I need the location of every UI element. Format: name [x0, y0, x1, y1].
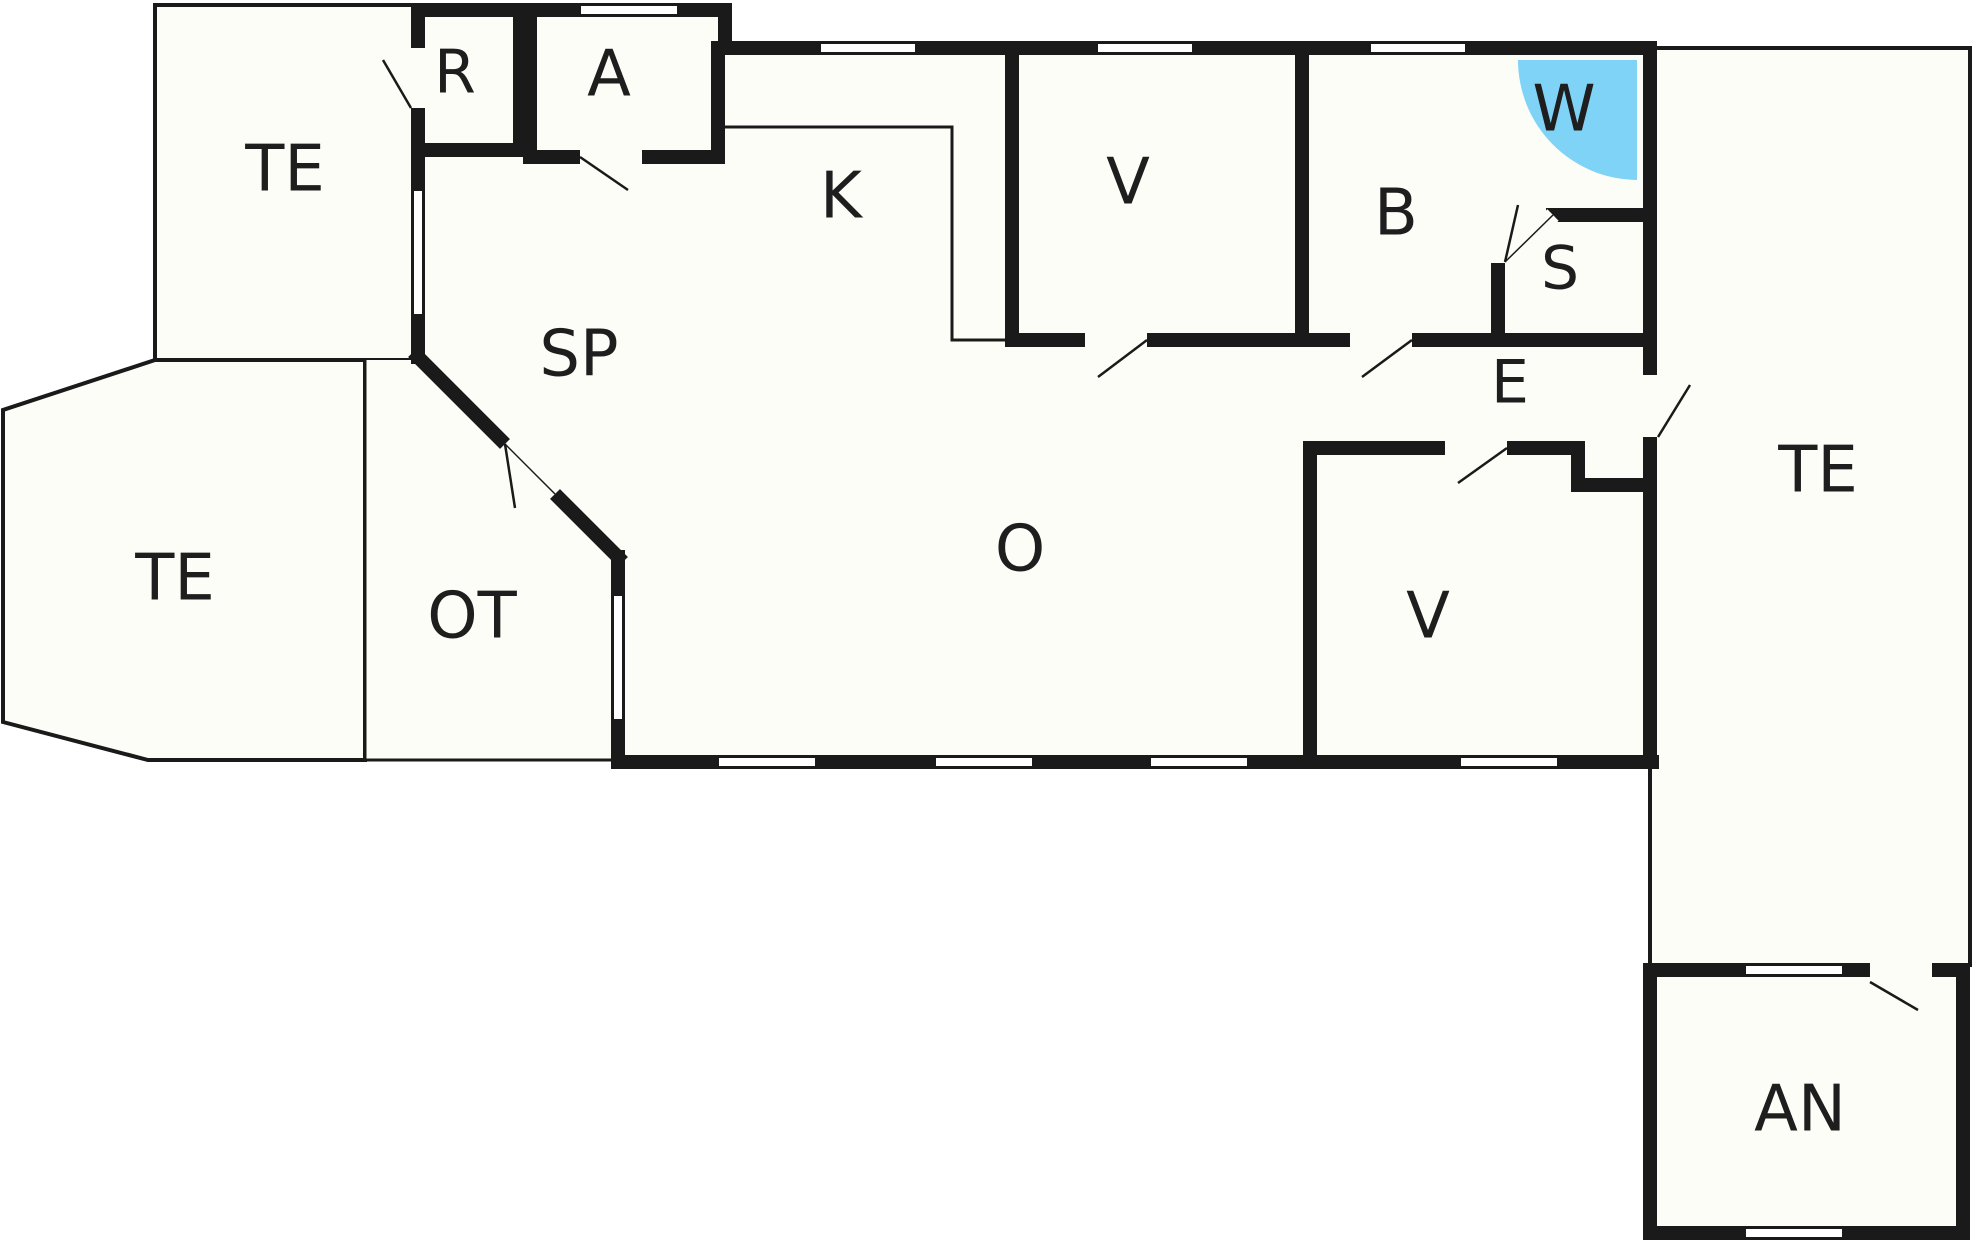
room-label-k: K — [820, 160, 864, 234]
room-label-an: AN — [1754, 1073, 1846, 1147]
room-label-v-top: V — [1106, 146, 1150, 220]
shower-fixture — [1518, 60, 1637, 180]
door-swing — [1361, 338, 1413, 379]
room-label-b: B — [1374, 177, 1418, 251]
window — [579, 4, 679, 16]
window — [1369, 42, 1467, 54]
room-label-r: R — [434, 38, 476, 108]
doors — [381, 48, 1932, 1012]
thin-lines — [363, 125, 1652, 965]
room-label-sp: SP — [539, 318, 618, 392]
room-label-a: A — [587, 38, 631, 112]
door-swing — [1869, 980, 1919, 1012]
window — [934, 756, 1034, 768]
windows — [412, 4, 1844, 1239]
room-label-te-top-left: TE — [244, 133, 325, 207]
kitchen-counter-line — [722, 125, 1012, 342]
terraces — [1, 3, 1972, 967]
window — [412, 189, 424, 316]
room-label-te-right: TE — [1777, 434, 1858, 508]
room-label-te-left: TE — [134, 542, 215, 616]
room-label-o: O — [995, 513, 1045, 587]
room-label-v-bottom: V — [1406, 580, 1450, 654]
door-swing — [503, 443, 517, 509]
door-swing — [1097, 339, 1148, 378]
door-swing — [381, 59, 413, 109]
door-swing — [579, 155, 629, 192]
interior-floor — [365, 10, 1970, 1235]
room-label-ot: OT — [427, 580, 517, 654]
door-swing — [1656, 384, 1692, 438]
room-labels: TE TE TE R A K SP OT O V V B W S E AN — [134, 38, 1858, 1147]
window — [1744, 1227, 1844, 1239]
window — [819, 42, 917, 54]
window — [1096, 42, 1194, 54]
window — [1149, 756, 1249, 768]
room-label-s: S — [1541, 234, 1579, 304]
door-swing — [1457, 446, 1508, 485]
room-label-e: E — [1491, 348, 1529, 418]
window — [1744, 964, 1844, 976]
door-swing — [1503, 204, 1520, 263]
room-label-w: W — [1532, 73, 1595, 147]
ot-floor — [365, 360, 618, 760]
window — [1459, 756, 1559, 768]
window — [717, 756, 817, 768]
window — [612, 594, 624, 721]
